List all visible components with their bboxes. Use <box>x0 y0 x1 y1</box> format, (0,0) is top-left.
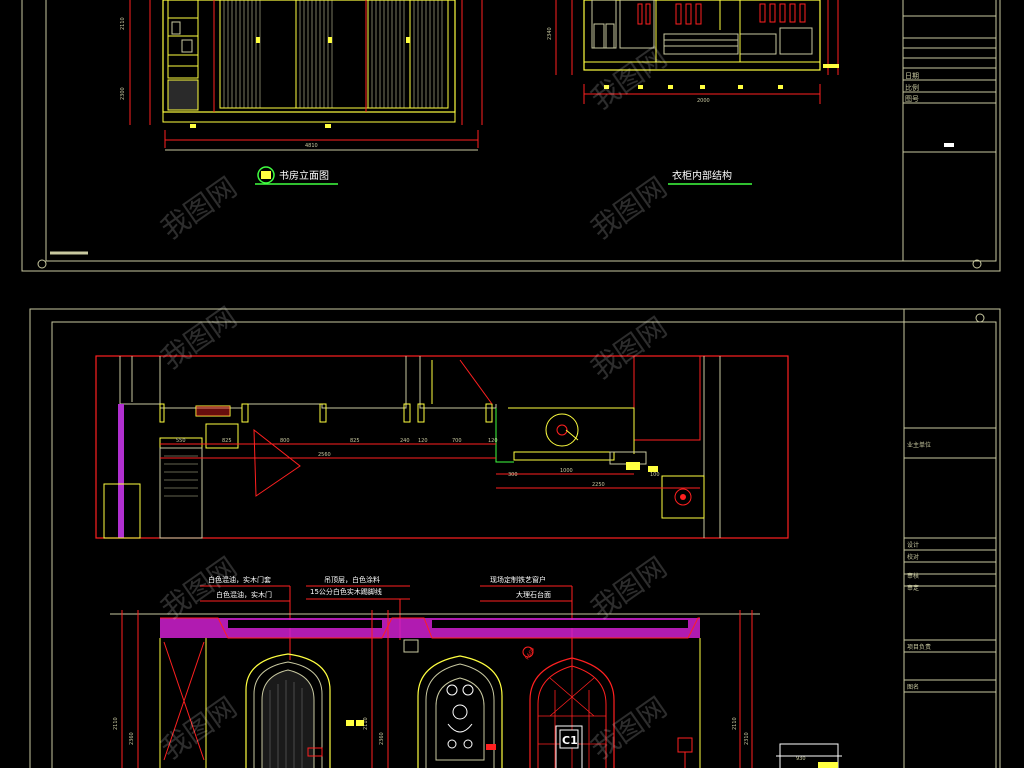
watermark-text: 我图网 <box>155 691 243 766</box>
plan-dim-4: 825 <box>350 438 360 444</box>
watermark-text: 我图网 <box>585 691 673 766</box>
title-lead-label: 项目负责 <box>907 643 931 651</box>
cabinet-width-dim: 930 <box>796 756 806 762</box>
title-check-label: 校对 <box>907 553 919 561</box>
title-scale-label: 比例 <box>905 83 919 92</box>
plan-total-dim-b: 2250 <box>592 482 605 488</box>
plan-total-dim: 2560 <box>318 452 331 458</box>
title-approve-label: 审定 <box>907 584 919 592</box>
top-title-block: 日期 比例 图号 <box>902 0 996 261</box>
wardrobe-title: 衣柜内部结构 <box>672 169 732 182</box>
elevation-notes: 白色混油，实木门套 白色混油，实木门 吊顶层，白色涂料 15公分白色实木踢脚线 … <box>200 575 573 670</box>
study-elevation-title: 书房立面图 <box>279 169 329 182</box>
study-elevation-label: 书房立面图 <box>255 166 338 185</box>
elev-dim-right-a: 2110 <box>732 717 738 730</box>
plan-dim-3: 800 <box>280 438 290 444</box>
bottom-sheet-frame <box>29 308 1001 768</box>
arch-radius-label: R600 <box>525 647 537 661</box>
elev-dim-left-b: 2360 <box>129 732 135 745</box>
elev-dim-mid-a: 2110 <box>363 717 369 730</box>
watermark-text: 我图网 <box>585 41 673 116</box>
note-door: 白色混油，实木门 <box>216 590 272 599</box>
wardrobe-internal: 2340 <box>547 0 839 104</box>
elev-dim-left-a: 2110 <box>113 717 119 730</box>
title-design-label: 设计 <box>907 541 919 549</box>
title-number-label: 图号 <box>905 95 919 103</box>
plan-dim-8: 120 <box>488 438 498 444</box>
elev-dim-mid-b: 2360 <box>379 732 385 745</box>
watermark-layer: 我图网 我图网 我图网 我图网 我图网 我图网 我图网 我图网 我图网 <box>155 41 673 766</box>
kitchen-elevation: 2110 2360 2110 2360 2110 2310 R600 930 <box>110 610 842 768</box>
wardrobe-height-dim: 2340 <box>547 27 553 40</box>
floor-plan: 550 825 800 825 240 120 700 120 1000 256… <box>95 355 789 539</box>
title-review-label: 审核 <box>907 572 919 580</box>
elev-dim-right-b: 2310 <box>744 732 750 745</box>
watermark-text: 我图网 <box>155 301 243 376</box>
watermark-text: 我图网 <box>155 171 243 246</box>
note-ceiling: 吊顶层，白色涂料 <box>324 575 380 584</box>
plan-bottom-dim-b: 100 <box>650 472 660 478</box>
study-elevation: 2110 2300 4810 <box>120 0 483 151</box>
top-sheet-frame <box>21 0 1001 272</box>
study-height-dim-b: 2300 <box>120 87 126 100</box>
note-baseboard: 15公分白色实木踢脚线 <box>310 587 382 596</box>
detail-tag: C1 <box>562 734 578 747</box>
note-counter: 大理石台面 <box>516 590 551 599</box>
plan-dim-6: 120 <box>418 438 428 444</box>
wardrobe-width-dim: 2000 <box>697 98 710 104</box>
title-date-label: 日期 <box>905 72 919 80</box>
wardrobe-label: 衣柜内部结构 <box>668 169 752 185</box>
plan-dim-1: 550 <box>176 438 186 444</box>
watermark-text: 我图网 <box>585 171 673 246</box>
title-name-label: 图名 <box>907 683 919 691</box>
note-door-frame: 白色混油，实木门套 <box>208 575 271 584</box>
plan-bottom-dim-a: 300 <box>508 472 518 478</box>
plan-dim-5: 240 <box>400 438 410 444</box>
plan-dim-7: 700 <box>452 438 462 444</box>
study-height-dim: 2110 <box>120 17 126 30</box>
plan-dim-9: 1000 <box>560 468 573 474</box>
plan-dim-2: 825 <box>222 438 232 444</box>
note-window: 现场定制铁艺窗户 <box>490 575 546 584</box>
study-width-dim: 4810 <box>305 143 318 149</box>
title-owner-label: 业主单位 <box>907 441 931 449</box>
bottom-title-block: 业主单位 设计 校对 审核 审定 项目负责 图名 <box>903 309 996 768</box>
